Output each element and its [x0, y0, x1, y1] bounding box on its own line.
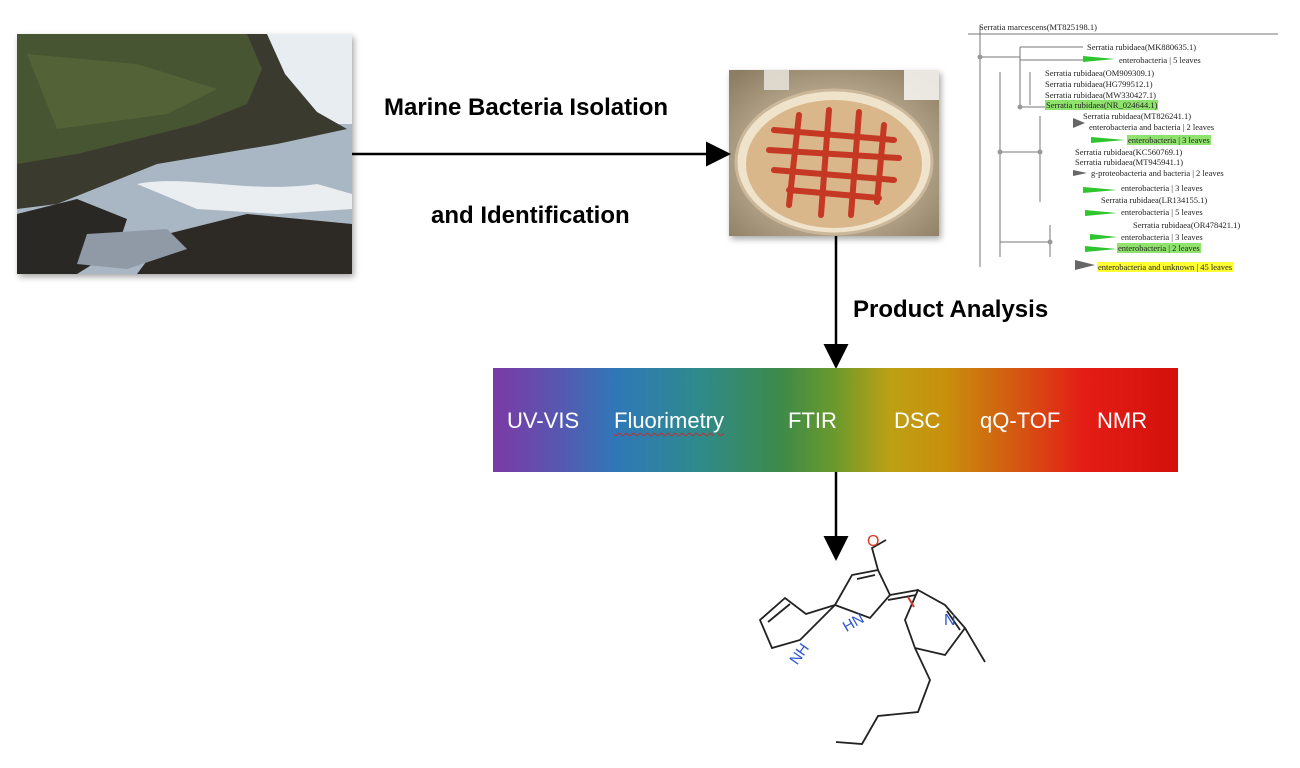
tree-leaf: Serratia rubidaea(HG799512.1)	[1045, 79, 1153, 89]
tree-leaf-highlighted: enterobacteria | 2 leaves	[1117, 243, 1201, 253]
tree-leaf: enterobacteria and bacteria | 2 leaves	[1089, 122, 1215, 132]
tree-leaf: Serratia rubidaea(OM909309.1)	[1045, 68, 1155, 78]
tree-leaf: enterobacteria | 5 leaves	[1121, 207, 1203, 217]
tree-leaf: Serratia rubidaea(MW330427.1)	[1045, 90, 1156, 100]
technique-uv-vis: UV-VIS	[507, 408, 580, 433]
tree-leaf: Serratia rubidaea(MT945941.1)	[1075, 157, 1184, 167]
analysis-techniques-band: UV-VIS Fluorimetry FTIR DSC qQ-TOF NMR	[493, 368, 1178, 472]
tree-leaf: Serratia rubidaea(KC560769.1)	[1075, 147, 1183, 157]
technique-fluorimetry: Fluorimetry	[614, 408, 725, 433]
technique-ftir: FTIR	[788, 408, 837, 433]
atom-NH: NH	[787, 640, 813, 668]
coastal-cliff-photo	[17, 34, 352, 274]
atom-N: N	[944, 612, 956, 629]
tree-leaf-highlighted: enterobacteria and unknown | 45 leaves	[1097, 262, 1234, 272]
technique-nmr: NMR	[1097, 408, 1148, 433]
tree-leaf: Serratia rubidaea(MK880635.1)	[1087, 42, 1197, 52]
tree-leaf: enterobacteria | 3 leaves	[1121, 183, 1203, 193]
tree-root-label: Serratia marcescens(MT825198.1)	[979, 22, 1098, 32]
tree-leaf: enterobacteria | 5 leaves	[1119, 55, 1201, 65]
atom-O: O	[867, 533, 879, 550]
tree-leaf: enterobacteria | 3 leaves	[1121, 232, 1203, 242]
technique-qq-tof: qQ-TOF	[980, 408, 1061, 433]
molecule-structure	[758, 539, 986, 745]
tree-leaf-highlighted: enterobacteria | 3 leaves	[1127, 135, 1211, 145]
phylogenetic-tree: Serratia marcescens(MT825198.1) Serratia…	[965, 12, 1280, 282]
technique-dsc: DSC	[894, 408, 941, 433]
product-analysis-label: Product Analysis	[853, 296, 1049, 323]
tree-leaf: Serratia rubidaea(OR478421.1)	[1133, 220, 1241, 230]
tree-leaf: Serratia rubidaea(MT826241.1)	[1083, 111, 1192, 121]
tree-leaf: Serratia rubidaea(LR134155.1)	[1101, 195, 1208, 205]
methine-hydrogen-mark	[907, 596, 915, 608]
petri-dish-photo	[729, 70, 939, 236]
isolation-label-line1: Marine Bacteria Isolation	[384, 94, 669, 121]
tree-leaf: g-proteobacteria and bacteria | 2 leaves	[1091, 168, 1224, 178]
tree-leaf-highlighted: Serratia rubidaea(NR_024644.1)	[1045, 100, 1159, 110]
isolation-label-line2: and Identification	[431, 202, 630, 229]
atom-HN: HN	[840, 610, 867, 636]
